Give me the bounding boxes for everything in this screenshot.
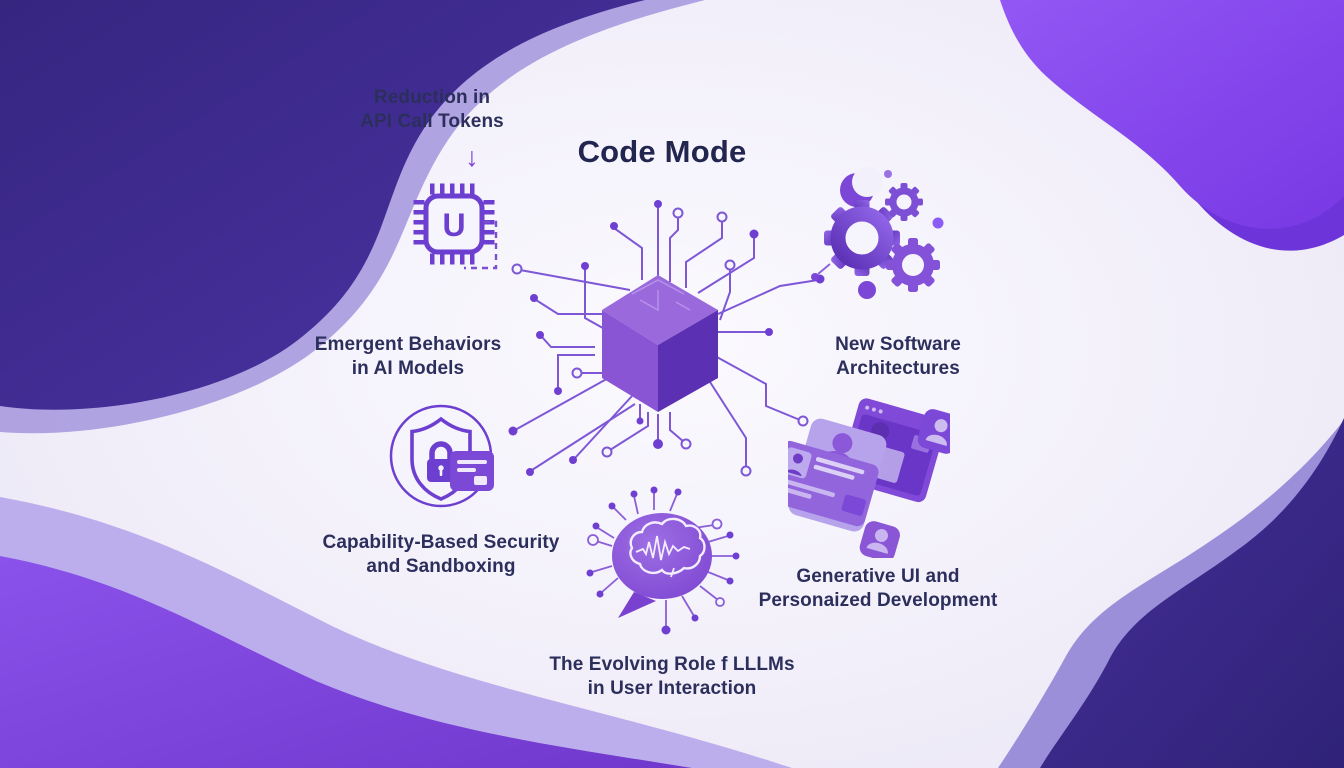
label-new-architectures: New Software Architectures <box>835 334 961 379</box>
label-capability-security: Capability-Based Security and Sandboxing <box>322 532 560 577</box>
chip-icon: U <box>413 183 498 270</box>
label-api-tokens: Reduction in API Call Tokens <box>360 87 504 132</box>
gears-icon <box>811 167 944 299</box>
page-title: Code Mode <box>577 134 747 169</box>
down-arrow-icon: ↓ <box>465 142 479 172</box>
shield-lock-icon <box>389 404 494 508</box>
ui-cards-icon <box>788 398 950 558</box>
code-cube-icon <box>508 200 825 477</box>
label-evolving-llms: The Evolving Role f LLLMs in User Intera… <box>549 654 795 699</box>
label-generative-ui: Generative UI and Personaized Developmen… <box>758 566 998 611</box>
chip-letter: U <box>442 207 465 243</box>
speech-brain-icon <box>586 486 740 635</box>
label-emergent-behaviors: Emergent Behaviors in AI Models <box>314 334 502 379</box>
